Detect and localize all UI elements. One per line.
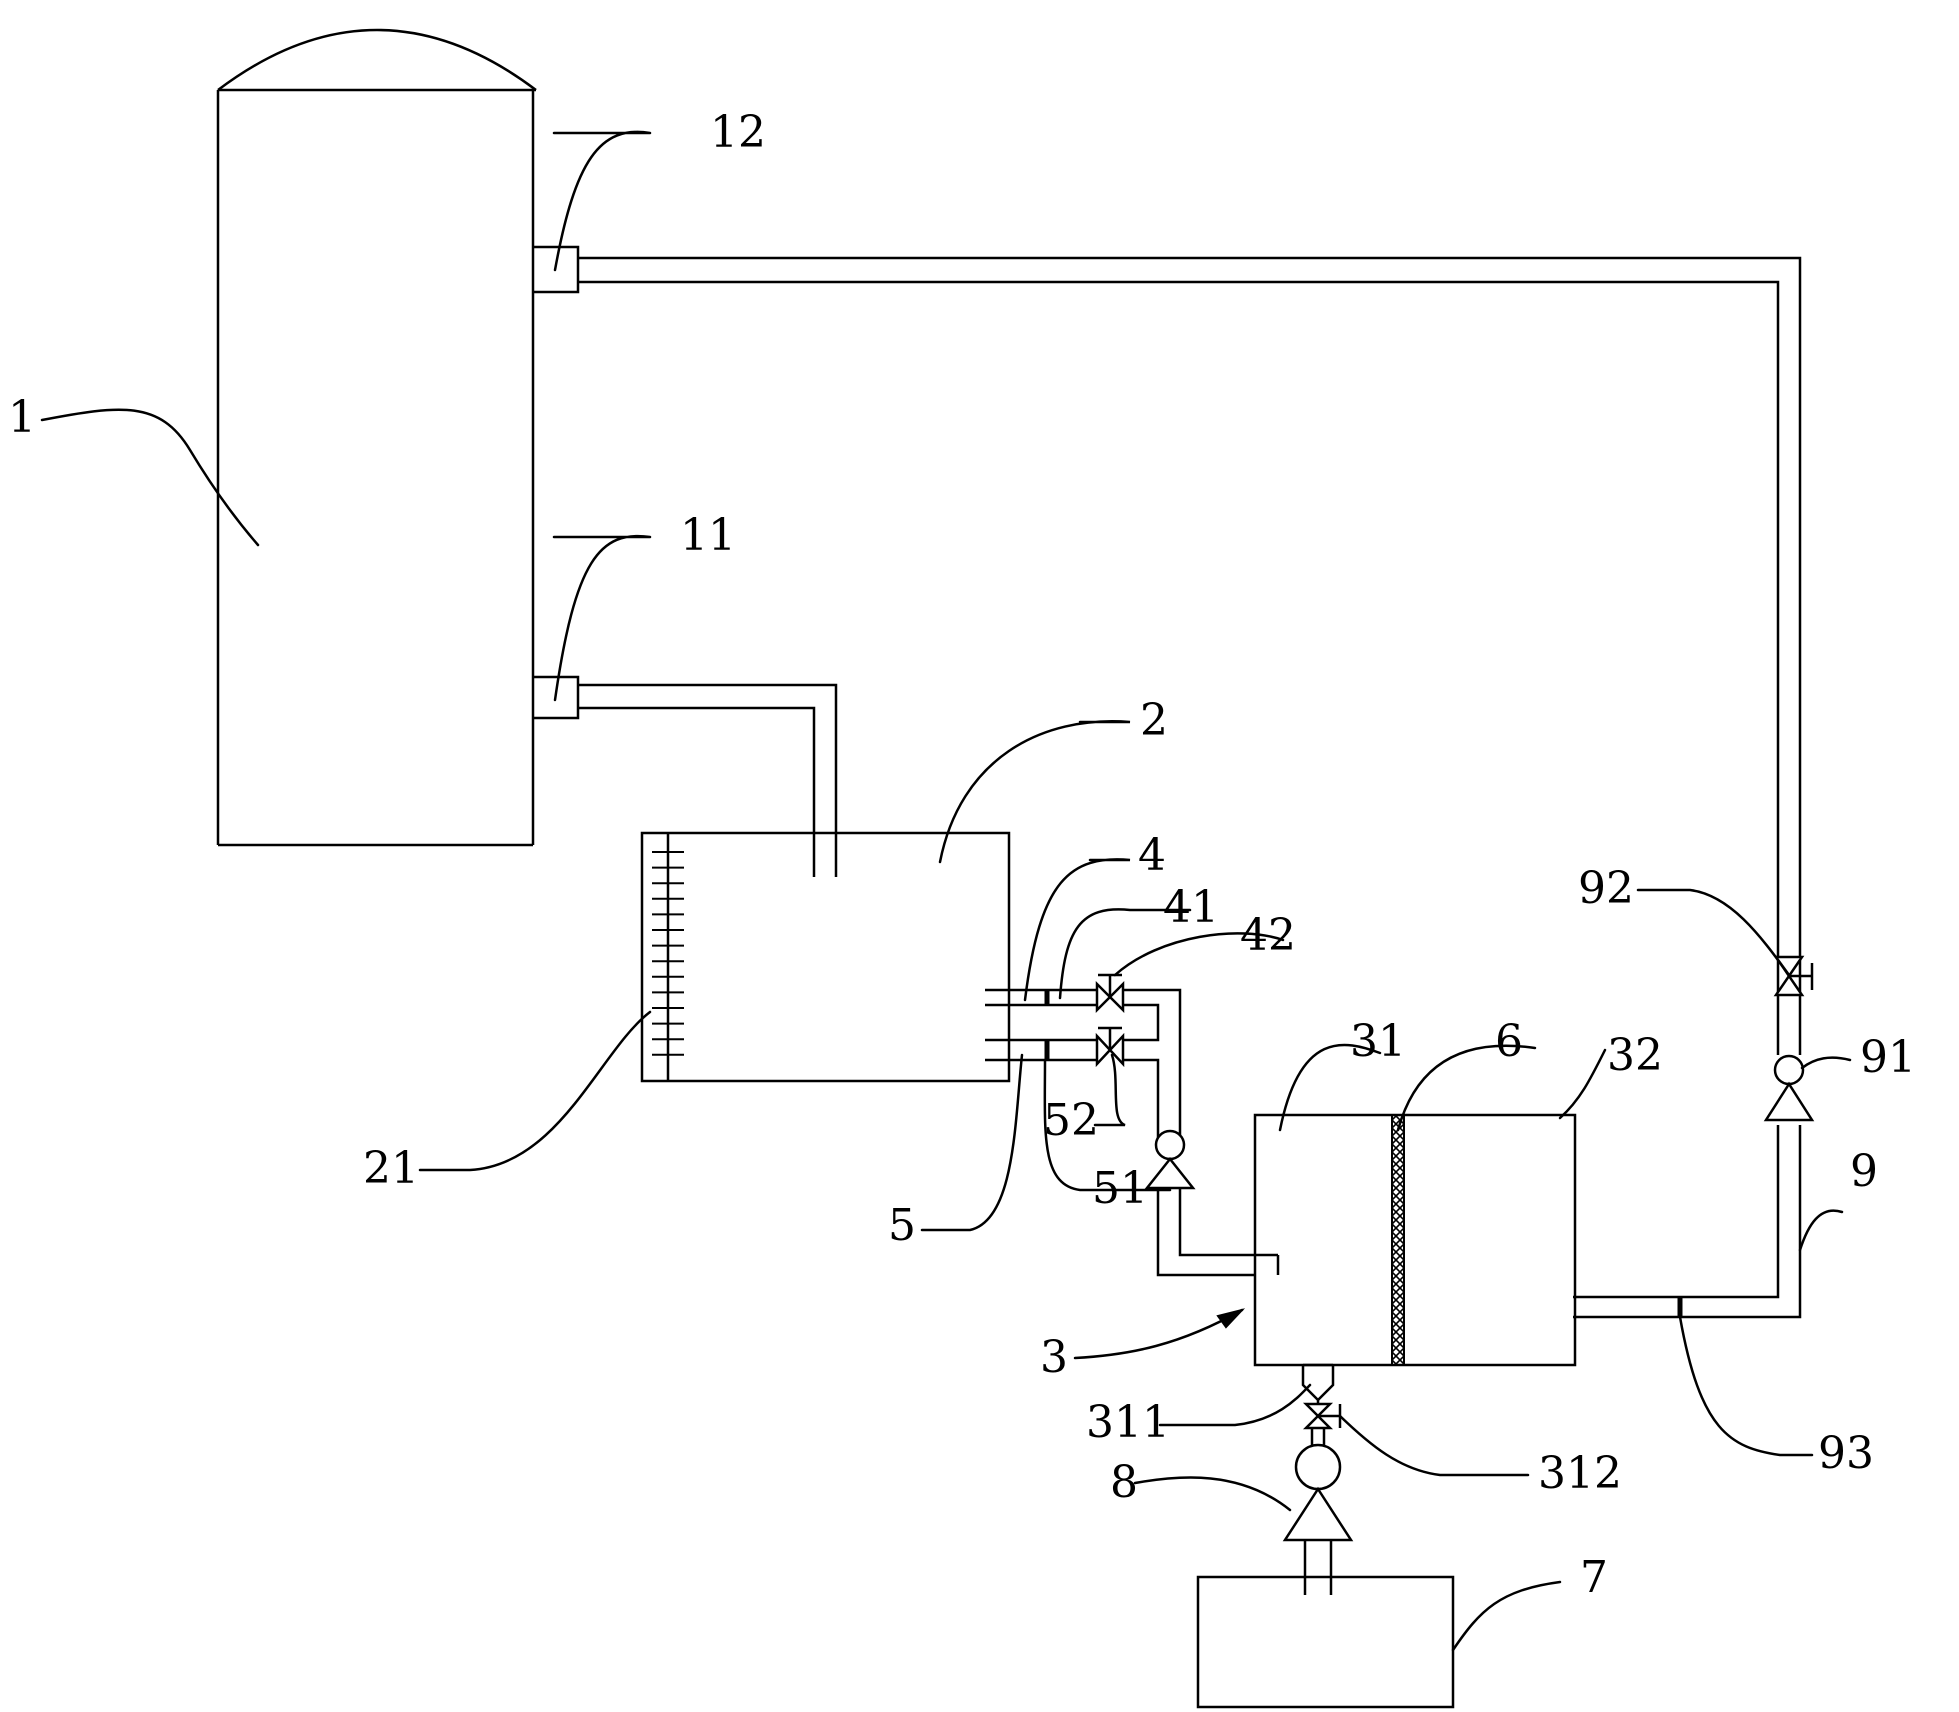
label-11: 11 xyxy=(680,510,736,561)
label-312: 312 xyxy=(1538,1448,1622,1499)
pump-8 xyxy=(1282,1443,1354,1595)
label-3: 3 xyxy=(1040,1332,1068,1383)
valve-92 xyxy=(1773,955,1814,997)
tank-7 xyxy=(1196,1575,1455,1709)
label-21: 21 xyxy=(363,1143,419,1194)
label-4: 4 xyxy=(1138,830,1166,881)
label-311: 311 xyxy=(1086,1397,1170,1448)
label-92: 92 xyxy=(1578,863,1634,914)
port-11 xyxy=(533,675,580,720)
label-32: 32 xyxy=(1607,1030,1663,1081)
merge-pipe xyxy=(1123,988,1182,1140)
valve-312 xyxy=(1302,1402,1342,1445)
separator-3 xyxy=(1253,1113,1577,1367)
label-42: 42 xyxy=(1240,910,1296,961)
return-pipe-9 xyxy=(578,256,1802,1319)
port-12 xyxy=(533,245,580,294)
label-52: 52 xyxy=(1043,1095,1099,1146)
tank-1 xyxy=(216,28,537,847)
outlet-pipes-4-5 xyxy=(985,988,1100,1062)
reference-labels: 1 12 11 2 4 41 42 52 51 5 21 31 6 32 92 … xyxy=(8,107,1916,1603)
label-7: 7 xyxy=(1580,1552,1608,1603)
label-41: 41 xyxy=(1163,882,1219,933)
label-93: 93 xyxy=(1818,1428,1874,1479)
feed-pump xyxy=(1144,1129,1280,1277)
valve-42 xyxy=(1095,973,1125,1014)
label-9: 9 xyxy=(1850,1146,1878,1197)
label-8: 8 xyxy=(1110,1457,1138,1508)
pump-91 xyxy=(1763,1054,1815,1125)
label-1: 1 xyxy=(8,392,36,443)
label-91: 91 xyxy=(1860,1032,1916,1083)
feed-pipe xyxy=(578,683,838,877)
label-5: 5 xyxy=(888,1200,916,1251)
label-51: 51 xyxy=(1092,1163,1148,1214)
valve-52 xyxy=(1095,1026,1125,1068)
tank-2 xyxy=(640,831,1011,1083)
level-gauge-21 xyxy=(652,833,684,1081)
label-31: 31 xyxy=(1350,1016,1406,1067)
label-12: 12 xyxy=(710,107,766,158)
label-6: 6 xyxy=(1495,1016,1523,1067)
label-2: 2 xyxy=(1140,695,1168,746)
leader-lines xyxy=(40,130,1852,1652)
